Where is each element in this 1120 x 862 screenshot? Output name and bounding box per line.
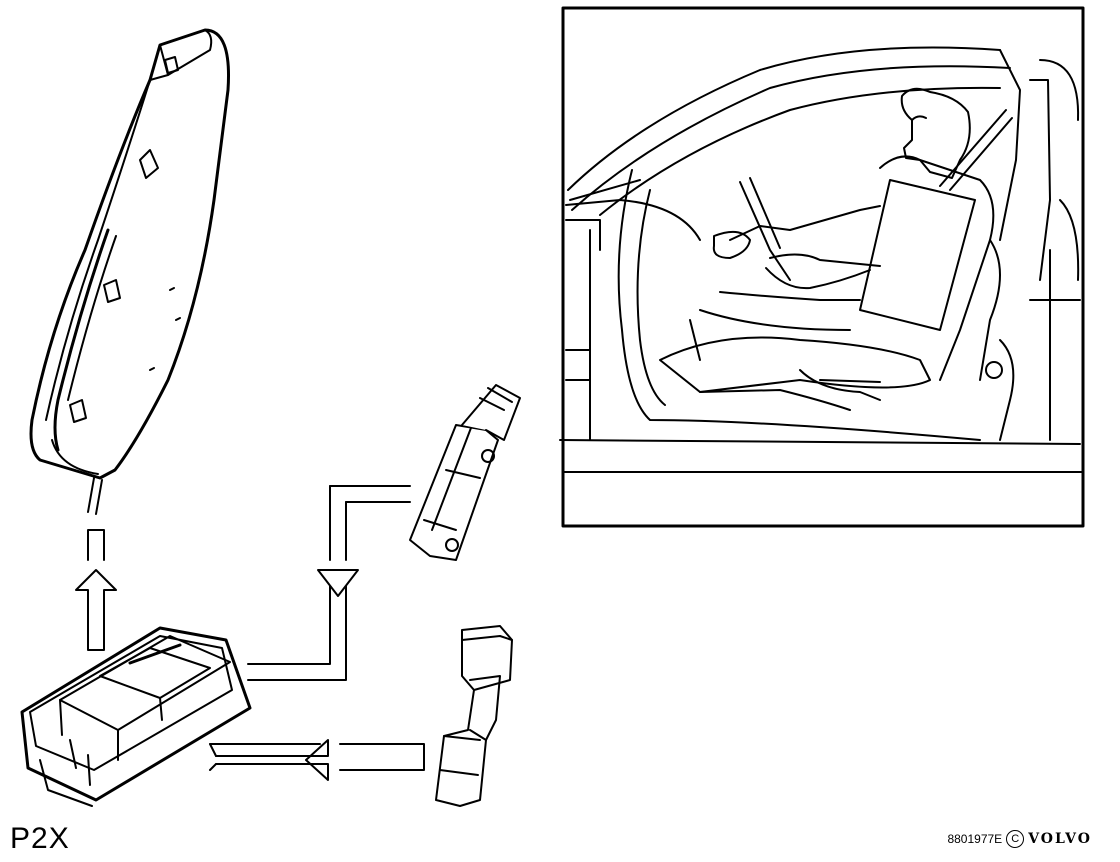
reference-code: 8801977E	[947, 832, 1003, 846]
vehicle-scene	[559, 6, 1085, 528]
side-airbag-module	[29, 28, 231, 515]
copyright-icon: C	[1006, 830, 1025, 848]
brand-logo: VOLVO	[1028, 831, 1092, 847]
connector-path-lower	[209, 739, 425, 781]
arrow-up	[75, 529, 117, 651]
model-label: P2X	[10, 822, 70, 855]
connector-path-upper	[247, 485, 411, 681]
figure-footer: 8801977E C VOLVO	[947, 830, 1092, 848]
connector-upper	[409, 384, 521, 561]
control-unit	[20, 626, 252, 807]
connector-lower	[435, 625, 513, 807]
